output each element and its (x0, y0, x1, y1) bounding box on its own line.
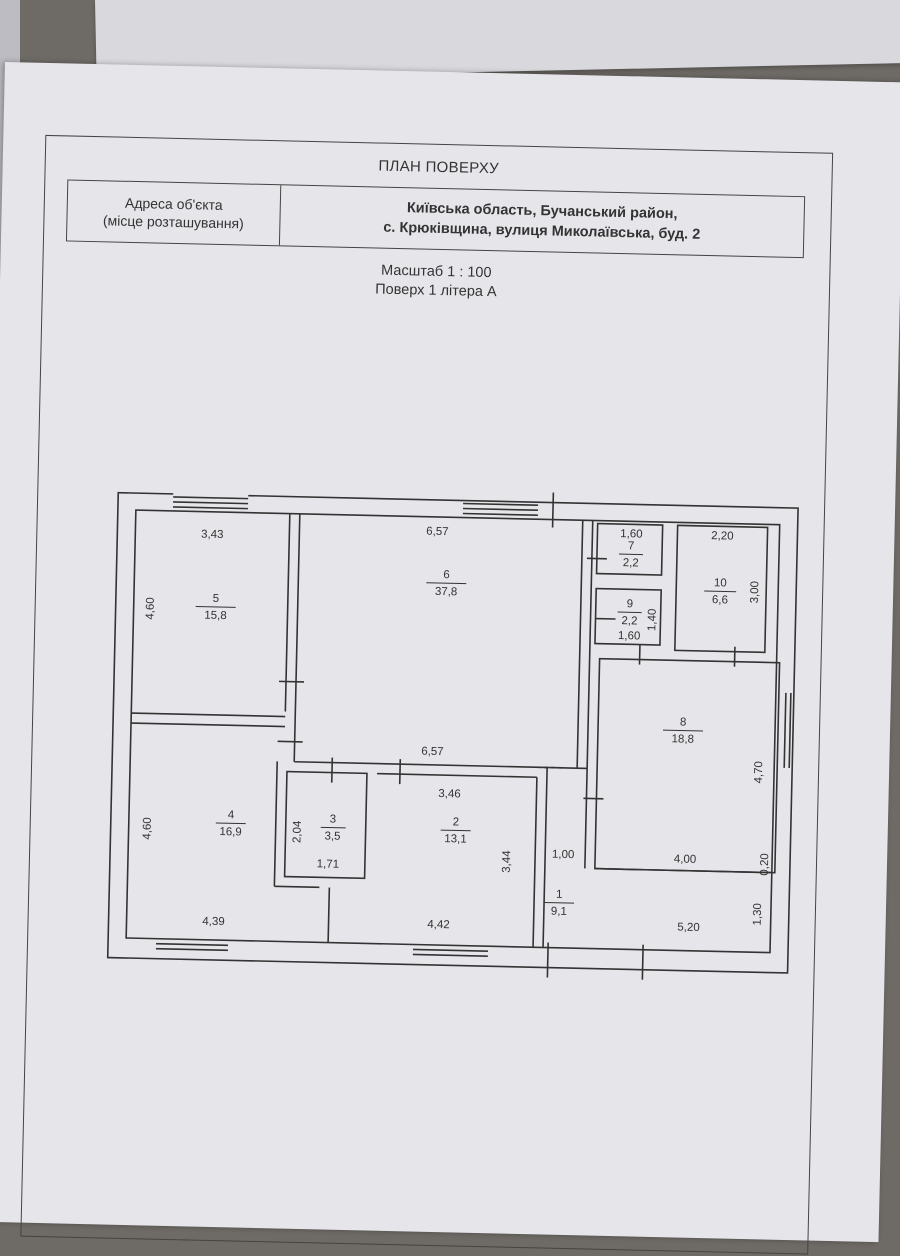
dim-r5-height: 4,60 (144, 597, 157, 620)
room-3-number: 3 (330, 814, 337, 826)
wall-2-right (533, 777, 537, 947)
window-top-left (173, 494, 248, 509)
wall-5-4 (131, 713, 285, 716)
dim-r1-height: 1,30 (752, 903, 765, 926)
room-9-number: 9 (627, 598, 634, 610)
dim-r8-gap: 0,20 (759, 853, 772, 876)
room-5-area: 15,8 (204, 610, 227, 623)
room-2-area: 13,1 (444, 833, 467, 846)
dim-r2-height: 3,44 (501, 850, 514, 873)
dim-r6-bottom: 6,57 (421, 746, 444, 759)
wall-1-top (595, 869, 772, 873)
dim-r1-offset: 1,00 (552, 849, 575, 862)
room-7-area: 2,2 (623, 557, 639, 569)
dim-r7-width: 1,60 (620, 528, 643, 541)
dim-r9-width: 1,60 (618, 630, 641, 643)
room-4-area: 16,9 (219, 826, 242, 839)
dim-r3-height: 2,04 (291, 820, 304, 843)
room-7-number: 7 (628, 540, 635, 552)
window-top-right (463, 491, 554, 528)
room-3-area: 3,5 (324, 830, 340, 842)
dim-r6-top: 6,57 (426, 526, 449, 539)
room-1-area: 9,1 (551, 906, 567, 918)
document-sheet: ПЛАН ПОВЕРХУ Адреса об'єкта (місце розта… (0, 62, 900, 1242)
room-10-number: 10 (714, 577, 727, 589)
inner-wall-outline (126, 510, 780, 953)
dim-r2-width: 4,42 (427, 919, 450, 932)
room-9-area: 2,2 (621, 615, 637, 627)
dim-r8-height: 4,70 (753, 761, 766, 784)
dim-r2-top: 3,46 (438, 788, 461, 801)
room-10-area: 6,6 (712, 594, 728, 606)
window-right (784, 693, 791, 768)
dim-r1-width: 5,20 (677, 921, 700, 934)
dim-r3-width: 1,71 (317, 858, 340, 871)
outer-wall-outline (108, 493, 798, 973)
room-1-number: 1 (556, 889, 563, 901)
wall-6-bottom (294, 762, 587, 769)
room-8-box (595, 659, 780, 873)
dim-r10-height: 3,00 (749, 581, 762, 604)
room-5-number: 5 (213, 593, 220, 605)
room-6-area: 37,8 (435, 586, 458, 599)
window-bottom-left (156, 944, 228, 951)
wall-6-right (577, 520, 583, 768)
dim-r9-height: 1,40 (646, 609, 659, 632)
room-8-area: 18,8 (671, 733, 694, 746)
wall-2-top (377, 774, 537, 778)
floor-plan: 5 15,8 6 37,8 7 2,2 9 2,2 10 6,6 8 18,8 … (21, 136, 832, 1254)
dim-r4-width: 4,39 (202, 916, 225, 929)
room-2-number: 2 (453, 816, 460, 828)
room-6-number: 6 (443, 569, 450, 581)
dim-r4-height: 4,60 (141, 817, 154, 840)
dim-r10-width: 2,20 (711, 530, 734, 543)
document-frame: ПЛАН ПОВЕРХУ Адреса об'єкта (місце розта… (20, 135, 833, 1255)
room-4-number: 4 (228, 809, 235, 821)
room-8-number: 8 (680, 716, 687, 728)
dim-r5-width: 3,43 (201, 529, 224, 542)
dim-r8-width: 4,00 (674, 853, 697, 866)
window-bottom-mid (413, 949, 488, 956)
